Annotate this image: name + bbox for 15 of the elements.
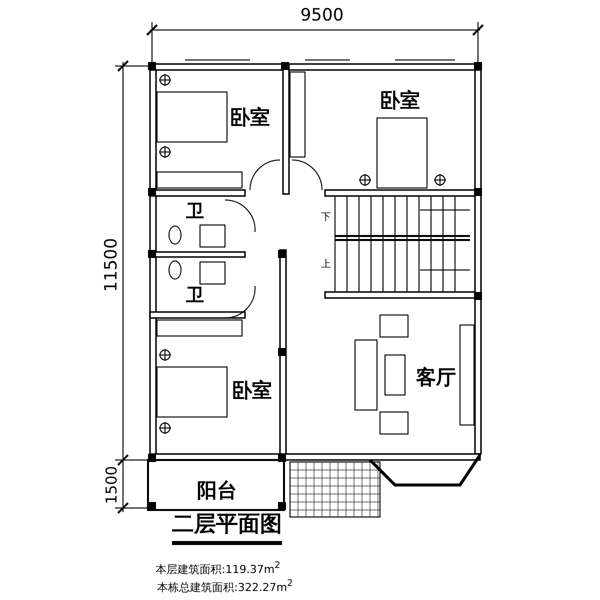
- room-label: 卫: [186, 287, 204, 305]
- room-label: 卧室: [232, 380, 272, 400]
- dimension-label: 1500: [104, 466, 120, 504]
- room-label: 卫: [186, 203, 204, 221]
- room-label: 卧室: [230, 107, 270, 127]
- room-label: 卧室: [380, 90, 420, 110]
- room-label: 阳台: [197, 480, 237, 500]
- area-note: 本栋总建筑面积:322.27m$^{2}$: [157, 579, 293, 593]
- room-label: 客厅: [416, 367, 456, 387]
- plan-title: 二层平面图: [172, 514, 282, 536]
- stair-label: 下: [321, 213, 331, 223]
- area-note: 本层建筑面积:119.37m$^{2}$: [156, 561, 280, 575]
- dimension-label: 9500: [300, 8, 344, 24]
- dimension-label: 11500: [104, 238, 120, 292]
- stair-label: 上: [321, 260, 331, 270]
